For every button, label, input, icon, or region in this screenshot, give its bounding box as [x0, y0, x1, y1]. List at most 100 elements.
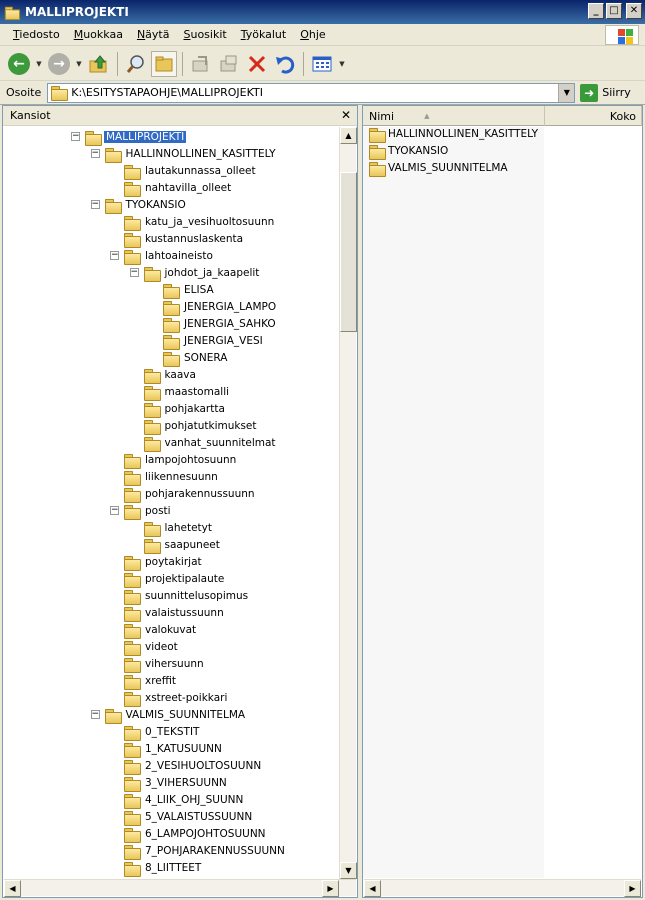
collapse-toggle[interactable]: −	[110, 250, 119, 260]
tree-node[interactable]: saapuneet	[143, 537, 222, 554]
tree-node[interactable]: katu_ja_vesihuoltosuunn	[124, 214, 276, 231]
tree-horizontal-scrollbar[interactable]: ◀ ▶	[4, 879, 356, 897]
tree-node[interactable]: liikennesuunn	[124, 469, 220, 486]
tree-node[interactable]: SONERA	[163, 350, 229, 367]
tree-node-label: katu_ja_vesihuoltosuunn	[145, 216, 275, 228]
address-input[interactable]: K:\ESITYSTAPAOHJE\MALLIPROJEKTI ▼	[47, 82, 576, 103]
collapse-toggle[interactable]: −	[129, 267, 139, 277]
folders-button[interactable]	[151, 50, 177, 77]
tree-node[interactable]: lahetetyt	[143, 520, 215, 537]
collapse-toggle[interactable]: −	[90, 148, 100, 158]
tree-node[interactable]: 8_LIITTEET	[124, 860, 203, 877]
tree-node[interactable]: TYOKANSIO	[104, 197, 188, 214]
tree-node[interactable]: valaistussuunn	[124, 605, 226, 622]
maximize-button[interactable]: □	[606, 3, 622, 19]
tree-node[interactable]: videot	[124, 639, 180, 656]
menu-file[interactable]: Tiedosto	[13, 28, 60, 41]
scroll-up-arrow[interactable]: ▲	[340, 127, 357, 144]
tree-node[interactable]: 1_KATUSUUNN	[124, 741, 224, 758]
collapse-toggle[interactable]: −	[110, 505, 119, 515]
go-button[interactable]: ➜ Siirry	[580, 83, 631, 102]
list-item[interactable]: HALLINNOLLINEN_KASITTELY	[369, 126, 538, 143]
tree-node[interactable]: pohjatutkimukset	[143, 418, 259, 435]
tree-node[interactable]: JENERGIA_LAMPO	[163, 299, 278, 316]
tree-node[interactable]: pohjarakennussuunn	[124, 486, 257, 503]
tree-node[interactable]: maastomalli	[143, 384, 232, 401]
up-button[interactable]	[86, 51, 112, 77]
tree-node[interactable]: 0_TEKSTIT	[124, 724, 201, 741]
tree-node[interactable]: poytakirjat	[124, 554, 204, 571]
collapse-toggle[interactable]: −	[90, 199, 100, 209]
scroll-right-arrow[interactable]: ▶	[322, 880, 339, 897]
tree-node[interactable]: 4_LIIK_OHJ_SUUNN	[124, 792, 245, 809]
tree-node[interactable]: xreffit	[124, 673, 178, 690]
collapse-toggle[interactable]: −	[90, 709, 100, 719]
back-dropdown[interactable]: ▼	[36, 59, 42, 68]
menu-view[interactable]: Näytä	[136, 28, 170, 41]
tree-node[interactable]: vanhat_suunnitelmat	[143, 435, 278, 452]
undo-button[interactable]	[272, 51, 298, 77]
tree-node[interactable]: 6_LAMPOJOHTOSUUNN	[124, 826, 268, 843]
close-pane-icon[interactable]: ✕	[340, 108, 351, 122]
tree-node[interactable]: kustannuslaskenta	[124, 231, 245, 248]
tree-node[interactable]: lampojohtosuunn	[124, 452, 238, 469]
title-bar[interactable]: MALLIPROJEKTI _ □ ✕	[0, 0, 645, 24]
tree-node[interactable]: posti	[124, 503, 173, 520]
folder-icon	[124, 861, 141, 877]
tree-node[interactable]: 7_POHJARAKENNUSSUUNN	[124, 843, 287, 860]
tree-node[interactable]: suunnittelusopimus	[124, 588, 250, 605]
scroll-right-arrow[interactable]: ▶	[624, 880, 641, 897]
tree-node[interactable]: ELISA	[163, 282, 216, 299]
column-name[interactable]: Nimi ▲	[363, 106, 545, 126]
tree-node[interactable]: 2_VESIHUOLTOSUUNN	[124, 758, 263, 775]
list-item[interactable]: VALMIS_SUUNNITELMA	[369, 160, 508, 177]
menu-edit[interactable]: Muokkaa	[73, 28, 123, 41]
tree-node[interactable]: JENERGIA_VESI	[163, 333, 265, 350]
tree-node[interactable]: johdot_ja_kaapelit	[143, 265, 262, 282]
tree-node[interactable]: 3_VIHERSUUNN	[124, 775, 229, 792]
scroll-left-arrow[interactable]: ◀	[4, 880, 21, 897]
tree-node[interactable]: JENERGIA_SAHKO	[163, 316, 278, 333]
tree-node[interactable]: lahtoaineisto	[124, 248, 215, 265]
tree-node[interactable]: MALLIPROJEKTI	[85, 129, 187, 146]
column-size[interactable]: Koko	[545, 106, 642, 126]
search-button[interactable]	[123, 51, 149, 77]
tree-node[interactable]: kaava	[143, 367, 198, 384]
forward-dropdown[interactable]: ▼	[76, 59, 82, 68]
move-to-button[interactable]	[188, 51, 214, 77]
list-horizontal-scrollbar[interactable]: ◀ ▶	[364, 879, 641, 897]
address-dropdown[interactable]: ▼	[558, 83, 575, 102]
collapse-toggle[interactable]: −	[71, 131, 80, 141]
scroll-thumb[interactable]	[340, 172, 357, 332]
tree-node[interactable]: xstreet-poikkari	[124, 690, 229, 707]
list-item[interactable]: TYOKANSIO	[369, 143, 448, 160]
delete-button[interactable]	[244, 51, 270, 77]
menu-tools[interactable]: Työkalut	[240, 28, 287, 41]
scroll-down-arrow[interactable]: ▼	[340, 862, 357, 879]
back-button[interactable]: ←	[6, 51, 32, 77]
copy-to-button[interactable]	[216, 51, 242, 77]
minimize-button[interactable]: _	[588, 3, 604, 19]
folder-icon	[124, 470, 141, 486]
tree-node[interactable]: lautakunnassa_olleet	[124, 163, 258, 180]
tree-node-label: pohjarakennussuunn	[145, 488, 255, 500]
tree-node[interactable]: pohjakartta	[143, 401, 227, 418]
tree-node[interactable]: projektipalaute	[124, 571, 226, 588]
tree-node[interactable]: nahtavilla_olleet	[124, 180, 233, 197]
forward-button[interactable]: →	[46, 51, 72, 77]
tree-node-label: MALLIPROJEKTI	[104, 131, 187, 143]
tree-vertical-scrollbar[interactable]: ▲ ▼	[339, 127, 357, 879]
views-button[interactable]	[309, 51, 335, 77]
menu-help[interactable]: Ohje	[300, 28, 326, 41]
tree-node[interactable]: valokuvat	[124, 622, 198, 639]
views-dropdown[interactable]: ▼	[339, 59, 345, 68]
tree-node[interactable]: 5_VALAISTUSSUUNN	[124, 809, 254, 826]
tree-node[interactable]: HALLINNOLLINEN_KASITTELY	[104, 146, 278, 163]
tree-node-label: JENERGIA_SAHKO	[184, 318, 276, 330]
menu-favorites[interactable]: Suosikit	[183, 28, 227, 41]
close-button[interactable]: ✕	[626, 3, 642, 19]
scroll-left-arrow[interactable]: ◀	[364, 880, 381, 897]
tree-node[interactable]: vihersuunn	[124, 656, 206, 673]
folder-icon	[51, 86, 69, 101]
tree-node[interactable]: VALMIS_SUUNNITELMA	[104, 707, 248, 724]
